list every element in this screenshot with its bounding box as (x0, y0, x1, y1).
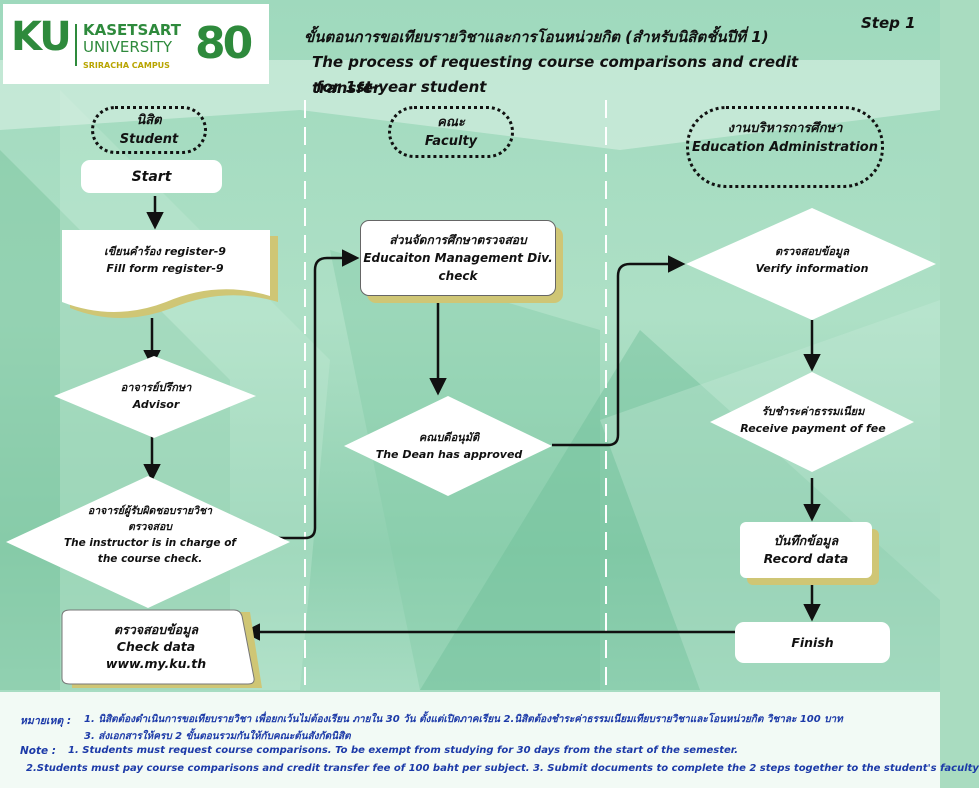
note-th-label: หมายเหตุ : (20, 715, 72, 727)
record-en: Record data (763, 551, 849, 566)
arrow-dean-to-verify (552, 255, 686, 447)
record-th: บันทึกข้อมูล (773, 533, 839, 548)
instructor-th1: อาจารย์ผู้รับผิดชอบรายวิชา (87, 505, 213, 517)
notes-panel: หมายเหตุ : 1. นิสิตต้องดำเนินการขอเทียบร… (0, 692, 979, 788)
verify-en: Verify information (755, 262, 869, 275)
connectors (143, 196, 821, 641)
lane-admin-en: Education Administration (692, 140, 878, 155)
dean-node: คณบดีอนุมัติ The Dean has approved (362, 424, 536, 468)
payment-en: Receive payment of fee (740, 422, 886, 435)
check-data-node: ตรวจสอบข้อมูล Check data www.my.ku.th (66, 616, 246, 676)
fill-form-shape (62, 230, 278, 318)
lane-student-th: นิสิต (136, 113, 162, 128)
ku-logo-mark: KU (11, 14, 72, 60)
edu-check-en2: check (438, 269, 478, 283)
title-thai: ขั้นตอนการขอเทียบรายวิชาและการโอนหน่วยกิ… (304, 28, 769, 46)
note-th-line2: 3. ส่งเอกสารให้ครบ 2 ขั้นตอนรวมกันให้กับ… (84, 731, 351, 742)
instructor-en2: the course check. (97, 553, 203, 565)
lane-header-student: นิสิต Student (91, 106, 207, 154)
title-english-line2: for 1st-year student (316, 78, 487, 96)
logo-line2: UNIVERSITY (83, 38, 173, 56)
note-en-line2: 2.Students must pay course comparisons a… (26, 763, 979, 774)
payment-th: รับชำระค่าธรรมเนียม (761, 405, 865, 418)
check-data-th: ตรวจสอบข้อมูล (113, 621, 199, 637)
lane-faculty-en: Faculty (424, 134, 478, 149)
instructor-th2: ตรวจสอบ (128, 521, 172, 533)
check-data-en: Check data (116, 638, 196, 654)
lane-header-admin: งานบริหารการศึกษา Education Administrati… (686, 106, 884, 188)
fill-form-node: เขียนคำร้อง register-9 Fill form registe… (62, 240, 268, 280)
logo-divider (75, 24, 77, 66)
dean-th: คณบดีอนุมัติ (418, 431, 480, 444)
lane-faculty-th: คณะ (437, 115, 465, 130)
instructor-node: อาจารย์ผู้รับผิดชอบรายวิชา ตรวจสอบ The i… (52, 498, 248, 572)
payment-node: รับชำระค่าธรรมเนียม Receive payment of f… (728, 398, 898, 442)
edu-check-node: ส่วนจัดการศึกษาตรวจสอบ Educaiton Managem… (360, 220, 556, 296)
instructor-en1: The instructor is in charge of (64, 537, 236, 549)
step-label: Step 1 (861, 14, 916, 32)
advisor-diamond (54, 356, 256, 438)
note-en-label: Note : (20, 745, 56, 757)
advisor-en: Advisor (132, 398, 180, 411)
verify-th: ตรวจสอบข้อมูล (774, 245, 850, 258)
note-en-line1: 1. Students must request course comparis… (68, 745, 739, 756)
record-node: บันทึกข้อมูล Record data (740, 522, 872, 578)
instructor-diamond (6, 476, 290, 608)
edu-check-en1: Educaiton Management Div. (363, 251, 553, 265)
fill-form-en: Fill form register-9 (106, 262, 224, 275)
finish-node: Finish (735, 622, 890, 663)
lane-student-en: Student (119, 132, 179, 147)
note-th-line1: 1. นิสิตต้องดำเนินการขอเทียบรายวิชา เพื่… (84, 714, 843, 725)
dean-diamond (344, 396, 552, 496)
advisor-node: อาจารย์ปรึกษา Advisor (82, 374, 230, 418)
lane-admin-th: งานบริหารการศึกษา (727, 121, 843, 136)
start-node: Start (81, 160, 222, 193)
advisor-th: อาจารย์ปรึกษา (120, 381, 192, 394)
verify-node: ตรวจสอบข้อมูล Verify information (734, 236, 890, 284)
dean-en: The Dean has approved (375, 448, 523, 461)
logo-campus: SRIRACHA CAMPUS (83, 61, 170, 70)
edu-check-th: ส่วนจัดการศึกษาตรวจสอบ (389, 233, 527, 247)
check-data-url: www.my.ku.th (105, 655, 207, 671)
arrow-instructor-to-educheck (278, 249, 360, 540)
fill-form-th: เขียนคำร้อง register-9 (104, 245, 226, 258)
verify-diamond (686, 208, 936, 320)
anniversary-80-badge: 80 (195, 18, 253, 69)
logo-line1: KASETSART (83, 21, 182, 39)
logo-panel: KU KASETSART UNIVERSITY SRIRACHA CAMPUS … (3, 4, 269, 84)
check-data-shape (61, 609, 262, 688)
lane-header-faculty: คณะ Faculty (388, 106, 514, 158)
title-english-line1: The process of requesting course compari… (312, 53, 799, 97)
payment-diamond (710, 372, 914, 472)
